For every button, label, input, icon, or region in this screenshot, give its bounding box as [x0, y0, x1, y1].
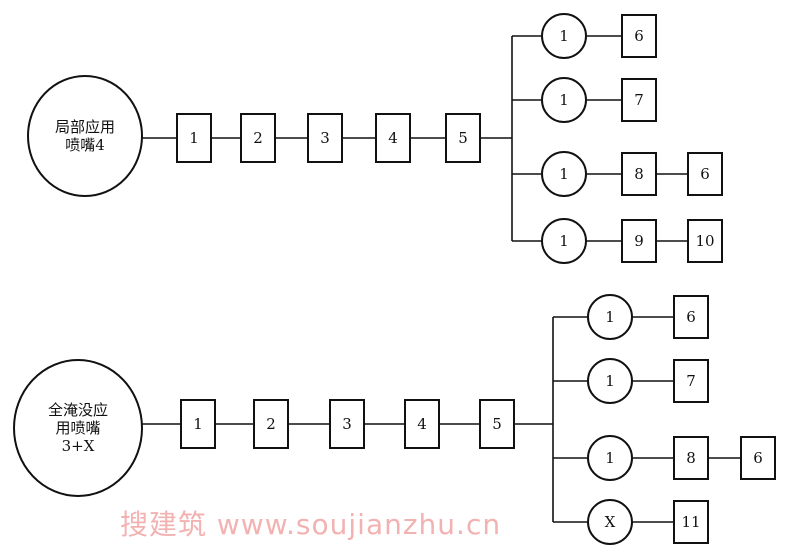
box-label: 11 [681, 513, 700, 531]
circle-label: 1 [559, 91, 569, 109]
circle-label: 1 [605, 449, 615, 467]
component-box [240, 113, 276, 163]
component-box [621, 219, 657, 263]
box-label: 5 [492, 415, 502, 433]
box-label: 6 [700, 165, 710, 183]
circle-label: 1 [605, 308, 615, 326]
box-label: 2 [266, 415, 276, 433]
box-label: 1 [193, 415, 203, 433]
nozzle-root-node [13, 359, 143, 497]
root-label-line: 局部应用 [55, 118, 115, 136]
circle-label: 1 [559, 27, 569, 45]
box-label: 4 [388, 129, 398, 147]
box-label: 8 [634, 165, 644, 183]
component-box [673, 500, 709, 544]
component-box [621, 78, 657, 122]
component-box [253, 399, 289, 449]
root-label-line: 喷嘴4 [65, 136, 105, 154]
component-box [673, 295, 709, 339]
box-label: 6 [634, 27, 644, 45]
component-box [180, 399, 216, 449]
circle-label: 1 [605, 372, 615, 390]
box-label: 3 [320, 129, 330, 147]
box-label: 3 [342, 415, 352, 433]
box-label: 5 [458, 129, 468, 147]
component-box [445, 113, 481, 163]
component-box [621, 14, 657, 58]
branch-circle-node [587, 294, 633, 340]
box-label: 8 [686, 449, 696, 467]
box-label: 9 [634, 232, 644, 250]
branch-circle-node [541, 151, 587, 197]
watermark: 搜建筑 www.soujianzhu.cn [120, 508, 502, 541]
box-label: 1 [189, 129, 199, 147]
component-box [307, 113, 343, 163]
box-label: 4 [417, 415, 427, 433]
branch-circle-node [541, 13, 587, 59]
component-box [479, 399, 515, 449]
branch-circle-node [541, 218, 587, 264]
box-label: 2 [253, 129, 263, 147]
root-label-line: 3+X [62, 437, 95, 455]
box-label: 7 [686, 372, 696, 390]
component-box [329, 399, 365, 449]
box-label: 6 [686, 308, 696, 326]
component-box [687, 152, 723, 196]
component-box [673, 359, 709, 403]
circle-label: 1 [559, 165, 569, 183]
root-label-line: 全淹没应 [48, 401, 108, 419]
box-label: 6 [753, 449, 763, 467]
root-label-line: 用喷嘴 [55, 419, 100, 437]
component-box [740, 436, 776, 480]
component-box [621, 152, 657, 196]
branch-circle-node [587, 499, 633, 545]
branch-circle-node [587, 358, 633, 404]
component-box [404, 399, 440, 449]
box-label: 10 [695, 232, 714, 250]
circle-label: X [605, 513, 616, 531]
component-box [176, 113, 212, 163]
box-label: 7 [634, 91, 644, 109]
component-box [687, 219, 723, 263]
component-box [375, 113, 411, 163]
branch-circle-node [587, 435, 633, 481]
branch-circle-node [541, 77, 587, 123]
nozzle-root-node [27, 75, 143, 197]
circle-label: 1 [559, 232, 569, 250]
